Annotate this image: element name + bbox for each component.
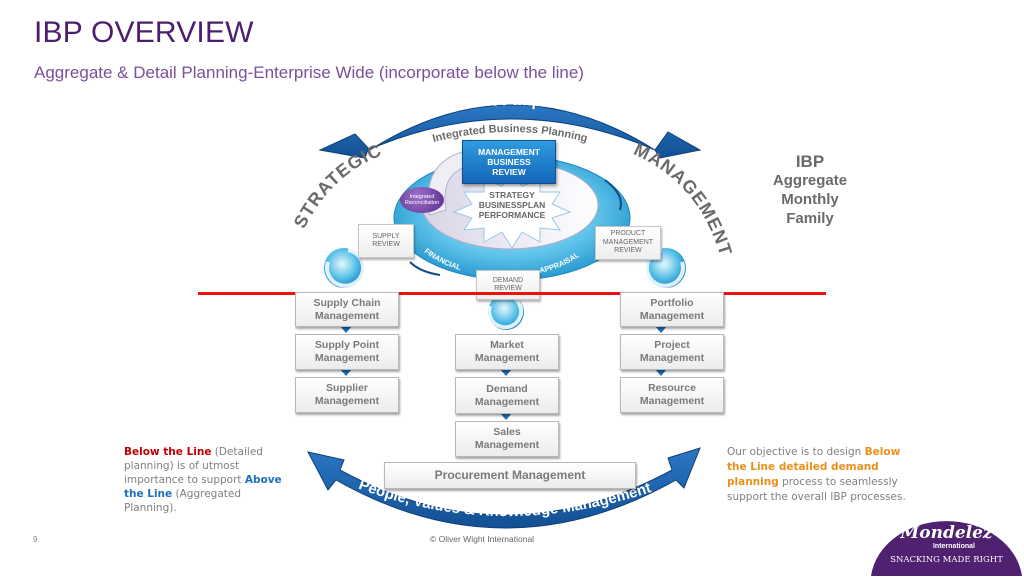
portfolio-management-box: Portfolio Management [620, 292, 724, 327]
note-left-text2: (Aggregated Planning). [124, 488, 242, 514]
logo-sub: International [932, 543, 975, 550]
connector-l2 [340, 369, 352, 376]
bottom-arc-arrow [307, 447, 701, 529]
demand-management-box: Demand Management [455, 377, 559, 414]
copyright-text: © Oliver Wight International [430, 534, 535, 544]
logo-badge-shape [871, 521, 1022, 576]
supply-review-box: SUPPLY REVIEW [358, 224, 414, 258]
page-number: 9 [33, 535, 38, 544]
project-management-box: Project Management [620, 334, 724, 370]
note-left-highlight2: Above the Line [124, 474, 282, 500]
ibp-aggregate-label: IBP Aggregate Monthly Family [745, 152, 875, 228]
procurement-management-box: Procurement Management [384, 462, 636, 489]
note-left-text1: (Detailed planning) is of utmost importa… [124, 446, 263, 486]
strategy-starburst [452, 175, 572, 249]
supplier-management-box: Supplier Management [295, 377, 399, 413]
supply-point-management-box: Supply Point Management [295, 334, 399, 370]
note-right-text2: process to seamlessly support the overal… [727, 476, 906, 503]
below-the-line-divider [198, 292, 826, 295]
integrated-reconciliation-badge: Integrated Reconciliation [400, 187, 444, 213]
product-management-review-box: PRODUCT MANAGEMENT REVIEW [595, 226, 661, 260]
sales-management-box: Sales Management [455, 421, 559, 457]
top-arc-arrow [318, 104, 702, 159]
connector-r1 [655, 326, 667, 333]
strategic-label: STRATEGIC [290, 140, 385, 231]
logo-brand: Mondelēz [900, 523, 993, 543]
mondelez-logo: Mondelēz International SNACKING MADE RIG… [869, 517, 1024, 576]
connector-l1 [340, 326, 352, 333]
side-label-line3: Monthly [781, 191, 839, 208]
slide-title: IBP OVERVIEW [34, 16, 254, 49]
logo-tagline: SNACKING MADE RIGHT [890, 555, 1003, 565]
connector-r2 [655, 369, 667, 376]
ring-arrow-right [604, 179, 622, 211]
ring-arrow-left [409, 261, 441, 276]
side-label-line4: Family [786, 210, 834, 227]
below-the-line-note: Below the Line (Detailed planning) is of… [124, 445, 284, 515]
management-business-review-box: MANAGEMENT BUSINESS REVIEW [462, 140, 556, 184]
strategy-star-text: STRATEGY BUSINESSPLAN PERFORMANCE [478, 190, 546, 220]
objective-note: Our objective is to design Below the Lin… [727, 445, 907, 505]
connector-c2 [500, 413, 512, 420]
resource-management-box: Resource Management [620, 377, 724, 413]
connector-c1 [500, 369, 512, 376]
slide-subtitle: Aggregate & Detail Planning-Enterprise W… [34, 63, 584, 82]
market-management-box: Market Management [455, 334, 559, 370]
supply-chain-management-box: Supply Chain Management [295, 292, 399, 327]
cycle-ball-center [487, 294, 524, 330]
demand-review-box: DEMAND REVIEW [476, 270, 540, 300]
note-left-highlight1: Below the Line [124, 446, 212, 458]
side-label-line2: Aggregate [772, 172, 848, 189]
note-right-highlight: Below the Line detailed demand planning [727, 446, 901, 488]
side-label-line1: IBP [795, 152, 825, 171]
note-right-text1: Our objective is to design [727, 446, 865, 458]
